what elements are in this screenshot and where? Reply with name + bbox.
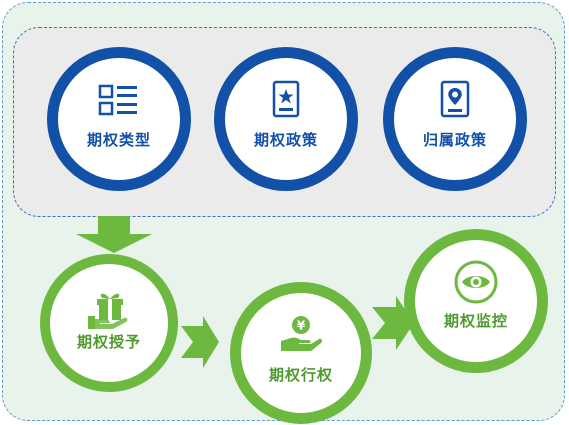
certificate-icon <box>272 80 300 118</box>
gift-hand-icon <box>88 293 128 329</box>
flow-label: 期权授予 <box>76 333 141 351</box>
eye-icon <box>454 260 498 304</box>
right-arrow-icon <box>372 296 414 350</box>
svg-text:¥: ¥ <box>297 319 306 333</box>
flow-step-grant[interactable]: 期权授予 <box>40 254 178 392</box>
policy-label: 期权类型 <box>86 131 151 149</box>
flow-step-monitor[interactable]: 期权监控 <box>404 229 548 373</box>
flow-step-exercise[interactable]: ¥ 期权行权 <box>230 282 372 424</box>
list-icon <box>98 84 137 116</box>
down-arrow-icon <box>76 216 152 253</box>
location-card-icon <box>440 80 470 118</box>
policy-label: 期权政策 <box>253 131 318 149</box>
policy-label: 归属政策 <box>422 131 487 149</box>
right-arrow-icon <box>181 316 219 368</box>
flow-label: 期权行权 <box>268 366 333 384</box>
policy-option-option[interactable]: 期权政策 <box>214 47 358 191</box>
policy-option-type[interactable]: 期权类型 <box>47 47 191 191</box>
flow-label: 期权监控 <box>443 312 508 330</box>
yen-hand-icon: ¥ <box>281 316 323 351</box>
policy-option-vesting[interactable]: 归属政策 <box>383 47 527 191</box>
